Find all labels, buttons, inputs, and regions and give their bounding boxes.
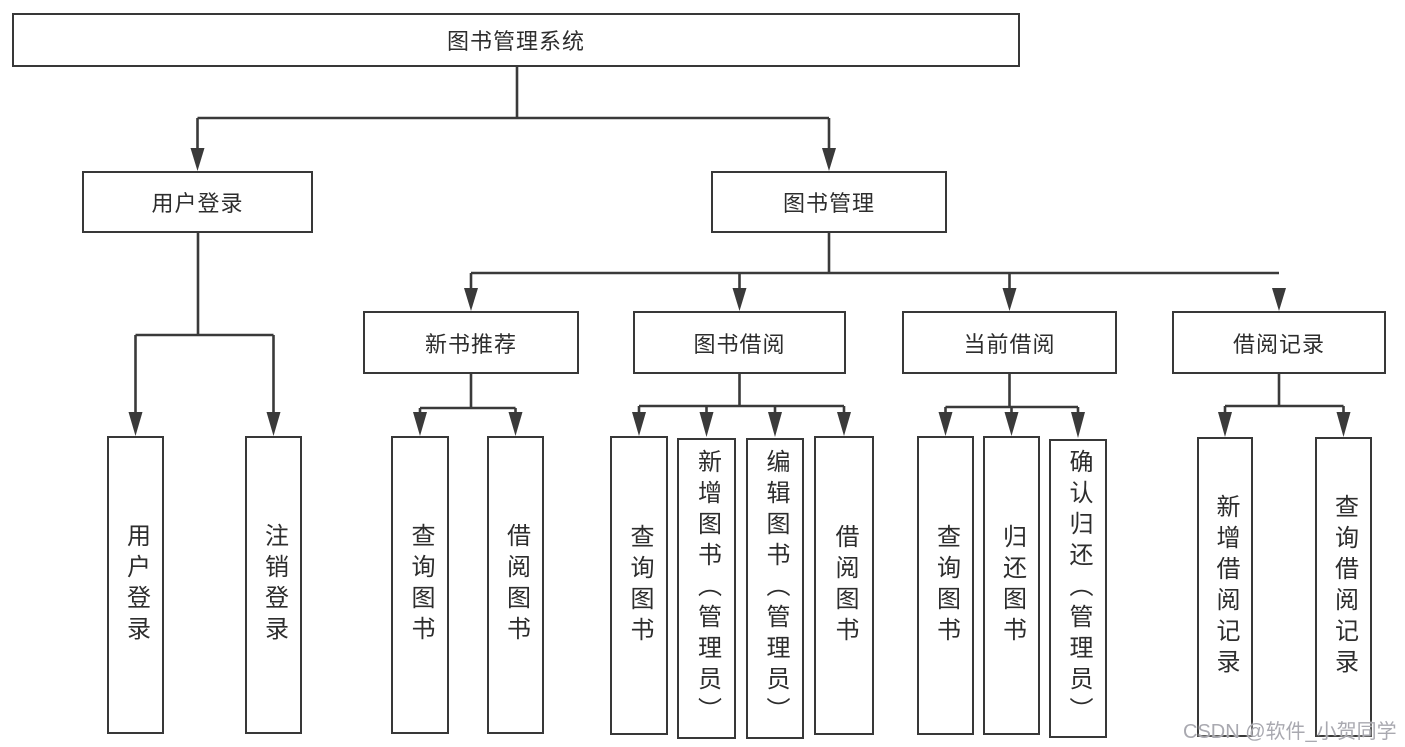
node-borrow-records-child-add: 新增借阅记录	[1197, 437, 1253, 737]
node-book-borrow-child-borrow: 借阅图书	[814, 436, 874, 735]
node-book-borrow-child-edit-admin-label: 编辑图书（管理员）	[762, 449, 789, 728]
node-root-system: 图书管理系统	[12, 13, 1020, 67]
node-current-borrow: 当前借阅	[902, 311, 1117, 374]
node-new-book-child-query-label: 查询图书	[407, 523, 434, 647]
node-user-login-child-logout: 注销登录	[245, 436, 302, 734]
node-user-login-label: 用户登录	[151, 191, 244, 216]
node-borrow-records: 借阅记录	[1172, 311, 1386, 374]
node-borrow-records-child-query: 查询借阅记录	[1315, 437, 1372, 737]
node-current-borrow-child-return: 归还图书	[983, 436, 1040, 735]
node-borrow-records-child-add-label: 新增借阅记录	[1212, 494, 1239, 680]
node-book-borrow-child-query: 查询图书	[610, 436, 668, 735]
node-user-login: 用户登录	[82, 171, 313, 233]
node-root-label: 图书管理系统	[446, 29, 585, 54]
node-new-book-child-query: 查询图书	[391, 436, 449, 734]
node-borrow-records-child-query-label: 查询借阅记录	[1330, 494, 1358, 680]
node-new-book-recommend-label: 新书推荐	[424, 331, 517, 357]
connector-book-borrow-children	[632, 374, 851, 437]
node-current-borrow-child-query-label: 查询图书	[932, 523, 960, 648]
node-current-borrow-child-confirm-admin: 确认归还（管理员）	[1049, 439, 1107, 738]
node-current-borrow-label: 当前借阅	[963, 331, 1056, 357]
node-book-borrow-child-add-admin-label: 新增图书（管理员）	[693, 449, 721, 728]
node-book-borrow-child-borrow-label: 借阅图书	[831, 523, 858, 648]
node-book-borrow-child-add-admin: 新增图书（管理员）	[677, 438, 736, 739]
connector-user-login-children	[128, 233, 281, 436]
connector-book-management-children	[464, 233, 1286, 311]
node-book-management: 图书管理	[711, 171, 947, 233]
node-book-borrow-label: 图书借阅	[693, 331, 786, 357]
node-current-borrow-child-confirm-admin-label: 确认归还（管理员）	[1065, 449, 1092, 728]
connector-new-book-children	[413, 374, 523, 436]
connector-current-borrow-children	[938, 374, 1085, 438]
node-new-book-child-borrow: 借阅图书	[487, 436, 544, 734]
connector-root-to-level1	[190, 67, 836, 171]
node-user-login-child-login-label: 用户登录	[122, 523, 150, 647]
node-book-borrow-child-query-label: 查询图书	[626, 523, 653, 648]
node-book-borrow: 图书借阅	[633, 311, 846, 374]
csdn-watermark: CSDN @软件_小贺同学	[1183, 721, 1397, 743]
node-current-borrow-child-query: 查询图书	[917, 436, 974, 735]
node-new-book-child-borrow-label: 借阅图书	[502, 523, 530, 647]
connector-borrow-records-children	[1218, 374, 1351, 437]
node-book-borrow-child-edit-admin: 编辑图书（管理员）	[746, 438, 804, 739]
node-user-login-child-logout-label: 注销登录	[260, 523, 288, 647]
node-user-login-child-login: 用户登录	[107, 436, 164, 734]
node-book-management-label: 图书管理	[782, 191, 875, 216]
node-borrow-records-label: 借阅记录	[1232, 331, 1325, 357]
node-new-book-recommend: 新书推荐	[363, 311, 579, 374]
node-current-borrow-child-return-label: 归还图书	[998, 523, 1026, 648]
